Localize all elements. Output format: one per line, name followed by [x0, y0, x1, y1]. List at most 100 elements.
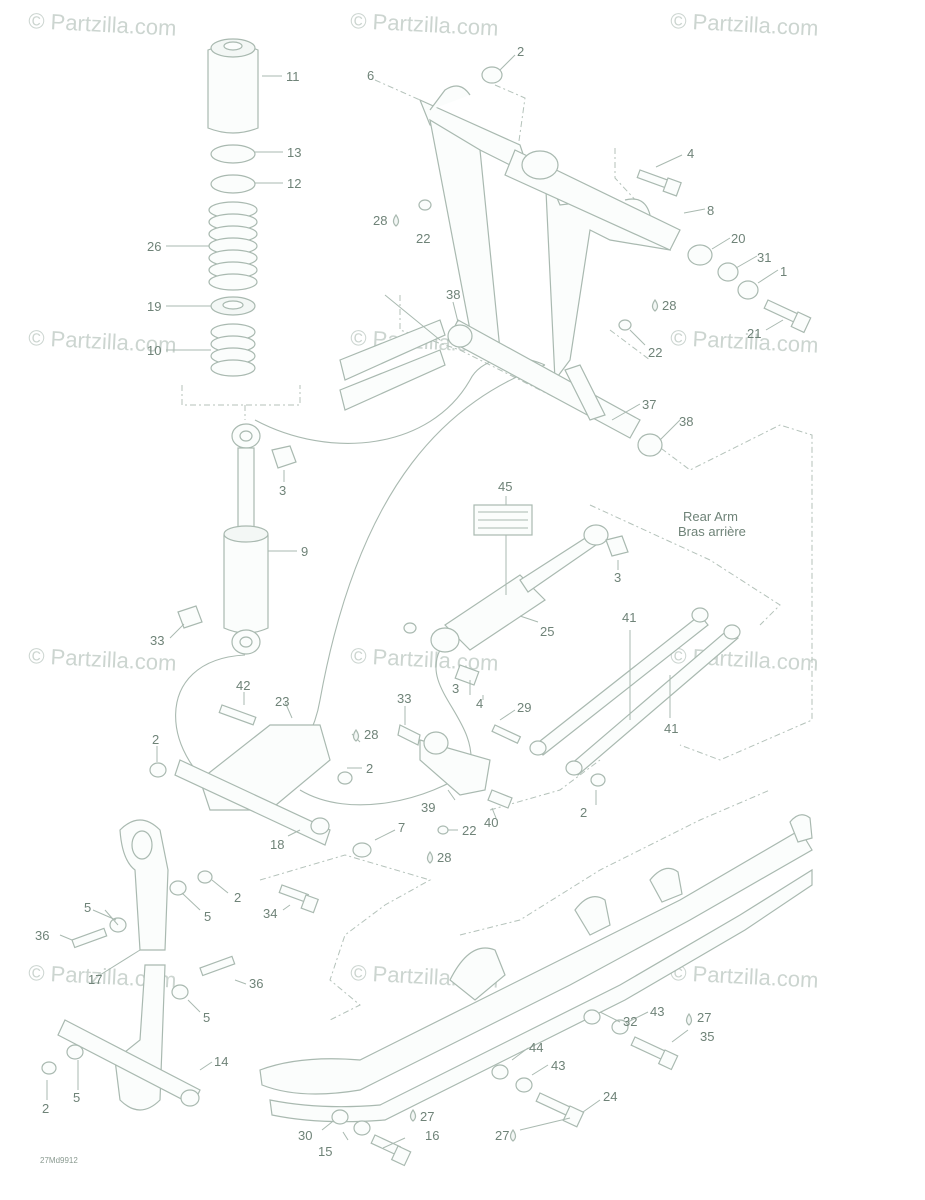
callout-16: 16 — [425, 1128, 439, 1143]
callout-2: 2 — [366, 761, 373, 776]
leader-lines — [46, 54, 784, 1149]
drop-icon — [409, 1108, 417, 1122]
callout-40: 40 — [484, 815, 498, 830]
callout-41: 41 — [664, 721, 678, 736]
drop-icon — [509, 1128, 517, 1142]
callout-2: 2 — [152, 732, 159, 747]
lubricant-drop-icons — [352, 213, 693, 1142]
watermark: © Partzilla.com — [350, 8, 499, 41]
bolt-21 — [763, 299, 812, 334]
callout-25: 25 — [540, 624, 554, 639]
callout-44: 44 — [529, 1040, 543, 1055]
callout-29: 29 — [517, 700, 531, 715]
callout-31: 31 — [757, 250, 771, 265]
callout-27: 27 — [495, 1128, 509, 1143]
front-shock-absorber — [223, 423, 269, 655]
rear-shock-assembly — [430, 504, 741, 787]
callout-5: 5 — [84, 900, 91, 915]
callout-3: 3 — [279, 483, 286, 498]
callout-3: 3 — [452, 681, 459, 696]
callout-32: 32 — [623, 1014, 637, 1029]
drop-icon — [685, 1012, 693, 1026]
callout-37: 37 — [642, 397, 656, 412]
callout-36: 36 — [249, 976, 263, 991]
callout-2: 2 — [517, 44, 524, 59]
callout-7: 7 — [398, 820, 405, 835]
callout-5: 5 — [73, 1090, 80, 1105]
callout-42: 42 — [236, 678, 250, 693]
callout-19: 19 — [147, 299, 161, 314]
callout-4: 4 — [476, 696, 483, 711]
callout-27: 27 — [420, 1109, 434, 1124]
rear-arm-label-fr: Bras arrière — [678, 524, 746, 539]
callout-1: 1 — [780, 264, 787, 279]
callout-28: 28 — [437, 850, 451, 865]
bolt-4-top — [636, 169, 682, 197]
callout-5: 5 — [203, 1010, 210, 1025]
callout-4: 4 — [687, 146, 694, 161]
upper-slide-rail — [339, 294, 446, 411]
callout-5: 5 — [204, 909, 211, 924]
drop-icon — [392, 213, 400, 227]
callout-2: 2 — [234, 890, 241, 905]
figure-reference-code: 27Md9912 — [40, 1156, 78, 1165]
secondary-spring — [210, 323, 256, 377]
callout-27: 27 — [697, 1010, 711, 1025]
watermark: © Partzilla.com — [670, 325, 819, 358]
callout-35: 35 — [700, 1029, 714, 1044]
callout-33: 33 — [150, 633, 164, 648]
watermark: © Partzilla.com — [28, 8, 177, 41]
shock-spring-stack — [177, 38, 297, 655]
callout-6: 6 — [367, 68, 374, 83]
watermark: © Partzilla.com — [670, 8, 819, 41]
callout-36: 36 — [35, 928, 49, 943]
callout-15: 15 — [318, 1144, 332, 1159]
lower-slide-rail — [259, 814, 813, 1167]
callout-18: 18 — [270, 837, 284, 852]
watermark: © Partzilla.com — [670, 960, 819, 993]
rear-arm-label: Rear Arm — [683, 509, 738, 524]
callout-38: 38 — [679, 414, 693, 429]
callout-33: 33 — [397, 691, 411, 706]
callout-43: 43 — [551, 1058, 565, 1073]
lower-rear-arm — [41, 819, 236, 1111]
callout-22: 22 — [416, 231, 430, 246]
callout-21: 21 — [747, 326, 761, 341]
callout-24: 24 — [603, 1089, 617, 1104]
callout-41: 41 — [622, 610, 636, 625]
drop-icon — [426, 850, 434, 864]
callout-43: 43 — [650, 1004, 664, 1019]
callout-13: 13 — [287, 145, 301, 160]
part-callouts: 11 13 12 26 19 10 3 9 33 6 2 4 28 22 8 2… — [35, 44, 787, 1159]
drop-icon — [352, 728, 360, 742]
callout-11: 11 — [286, 69, 300, 84]
callout-22: 22 — [462, 823, 476, 838]
main-spring — [208, 201, 258, 291]
callout-22: 22 — [648, 345, 662, 360]
rear-arm-link-left — [529, 607, 709, 756]
callout-9: 9 — [301, 544, 308, 559]
callout-20: 20 — [731, 231, 745, 246]
callout-14: 14 — [214, 1054, 228, 1069]
callout-28: 28 — [662, 298, 676, 313]
callout-26: 26 — [147, 239, 161, 254]
drop-icon — [651, 298, 659, 312]
bolt-34 — [278, 884, 319, 914]
callout-10: 10 — [147, 343, 161, 358]
callout-3: 3 — [614, 570, 621, 585]
callout-12: 12 — [287, 176, 301, 191]
callout-30: 30 — [298, 1128, 312, 1143]
callout-39: 39 — [421, 800, 435, 815]
callout-23: 23 — [275, 694, 289, 709]
front-arm-assembly — [418, 66, 812, 457]
callout-38: 38 — [446, 287, 460, 302]
assembly-lines — [181, 79, 813, 1021]
callout-34: 34 — [263, 906, 277, 921]
callout-2: 2 — [580, 805, 587, 820]
rear-arm-link-right — [565, 624, 741, 776]
callout-17: 17 — [88, 972, 102, 987]
callout-45: 45 — [498, 479, 512, 494]
callout-8: 8 — [707, 203, 714, 218]
